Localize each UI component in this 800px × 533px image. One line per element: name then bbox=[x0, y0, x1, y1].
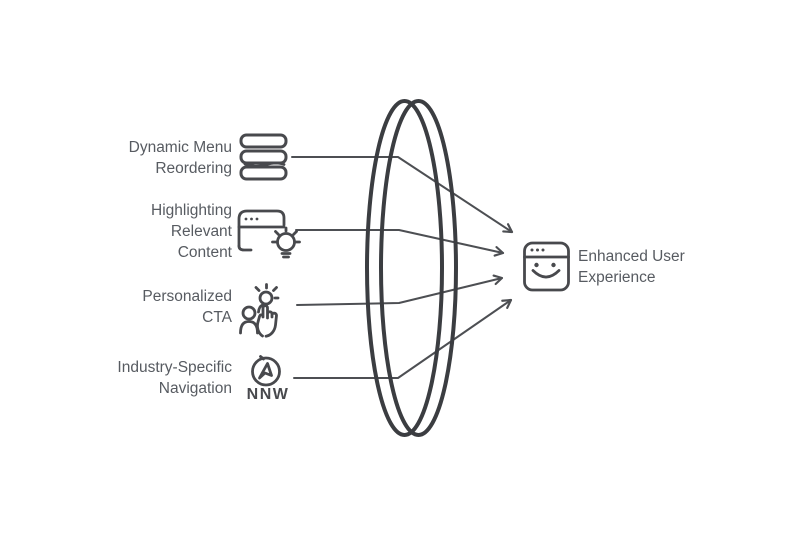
browser-highlight-icon bbox=[237, 209, 301, 259]
lens-back-ellipse bbox=[379, 99, 458, 437]
label-enhanced-user-experience: Enhanced User Experience bbox=[578, 248, 685, 286]
connector-arrow-industry-navigation bbox=[293, 298, 513, 379]
connector-arrow-dynamic-menu bbox=[291, 156, 514, 234]
label-dynamic-menu-reordering: Dynamic Menu Reordering bbox=[128, 139, 232, 177]
connector-arrow-highlighting bbox=[295, 229, 505, 257]
compass-direction-label: NNW bbox=[246, 386, 290, 403]
label-personalized-cta: Personalized CTA bbox=[142, 288, 232, 326]
menu-stack-icon bbox=[239, 133, 288, 181]
smiley-browser-icon bbox=[523, 241, 570, 292]
label-highlighting-relevant-content: Highlighting Relevant Content bbox=[151, 202, 232, 261]
lens-front-ellipse bbox=[365, 99, 444, 437]
users-click-icon bbox=[239, 283, 280, 338]
compass-icon bbox=[251, 355, 281, 387]
label-industry-specific-navigation: Industry-Specific Navigation bbox=[117, 359, 232, 397]
connector-arrow-personalized-cta bbox=[296, 274, 504, 306]
